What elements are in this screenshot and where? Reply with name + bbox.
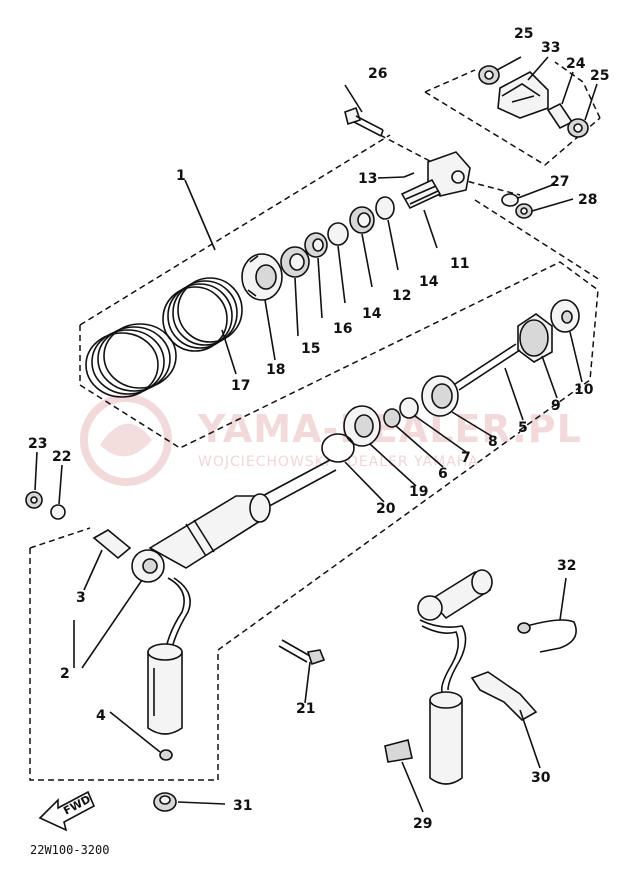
bolt-21 [278, 639, 326, 666]
label-14-lower: 14 [362, 306, 382, 322]
label-16: 16 [333, 321, 352, 337]
label-12: 12 [392, 288, 411, 304]
label-1: 1 [176, 168, 186, 184]
spring-seat-18 [241, 253, 283, 301]
label-8: 8 [488, 434, 498, 450]
ring-6 [383, 408, 401, 428]
fwd-arrow: FWD [38, 790, 96, 832]
pad-29 [384, 739, 413, 763]
label-15: 15 [301, 341, 320, 357]
bracket-30 [470, 671, 538, 721]
washer-22 [50, 504, 66, 520]
label-3: 3 [76, 590, 86, 606]
label-17: 17 [231, 378, 250, 394]
washer-27 [501, 193, 519, 207]
bolt-26 [344, 106, 384, 137]
label-33: 33 [541, 40, 560, 56]
circlip-20 [321, 433, 355, 463]
screw-4 [159, 749, 173, 761]
label-25-left: 25 [514, 26, 533, 42]
ring-14-lower [327, 222, 349, 246]
ring-7 [399, 397, 419, 419]
cover-33 [497, 71, 549, 119]
label-28: 28 [578, 192, 597, 208]
label-20: 20 [376, 501, 396, 517]
label-32: 32 [557, 558, 576, 574]
label-19: 19 [409, 484, 428, 500]
upper-mount-11 [400, 151, 471, 210]
label-5: 5 [518, 420, 528, 436]
leader-lines [34, 56, 598, 813]
shock-absorber-2 [131, 459, 337, 761]
diagram-code: 22W100-3200 [30, 843, 109, 857]
reservoir-detail [384, 569, 577, 785]
label-30: 30 [531, 770, 551, 786]
label-25-right: 25 [590, 68, 609, 84]
label-2: 2 [60, 666, 70, 682]
spring-17 [85, 277, 243, 398]
damper-parts [321, 299, 580, 463]
ring-14-upper [375, 196, 395, 220]
label-10: 10 [574, 382, 594, 398]
label-21: 21 [296, 701, 315, 717]
label-14-upper: 14 [419, 274, 439, 290]
label-31: 31 [233, 798, 252, 814]
label-11: 11 [450, 256, 469, 272]
grommet-31 [153, 792, 177, 812]
label-26: 26 [368, 66, 387, 82]
group-outlines [29, 61, 601, 781]
label-18: 18 [266, 362, 285, 378]
watermark: YAMA-DEALER.PL WOJCIECHOWSKI - DEALER YA… [80, 394, 581, 486]
label-9: 9 [551, 398, 561, 414]
label-7: 7 [461, 450, 471, 466]
label-6: 6 [438, 466, 448, 482]
label-23: 23 [28, 436, 47, 452]
label-27: 27 [550, 174, 569, 190]
label-4: 4 [96, 708, 106, 724]
label-24: 24 [566, 56, 586, 72]
part-number-labels: 1 2 3 4 5 6 7 8 9 10 11 12 13 14 14 15 1… [28, 26, 609, 832]
link-assembly [478, 65, 589, 138]
band-32 [519, 619, 577, 653]
lower-small-parts [25, 491, 132, 560]
label-29: 29 [413, 816, 432, 832]
label-13: 13 [358, 171, 377, 187]
bushing-3 [92, 529, 132, 560]
adjuster-stack [280, 196, 395, 278]
label-22: 22 [52, 449, 71, 465]
